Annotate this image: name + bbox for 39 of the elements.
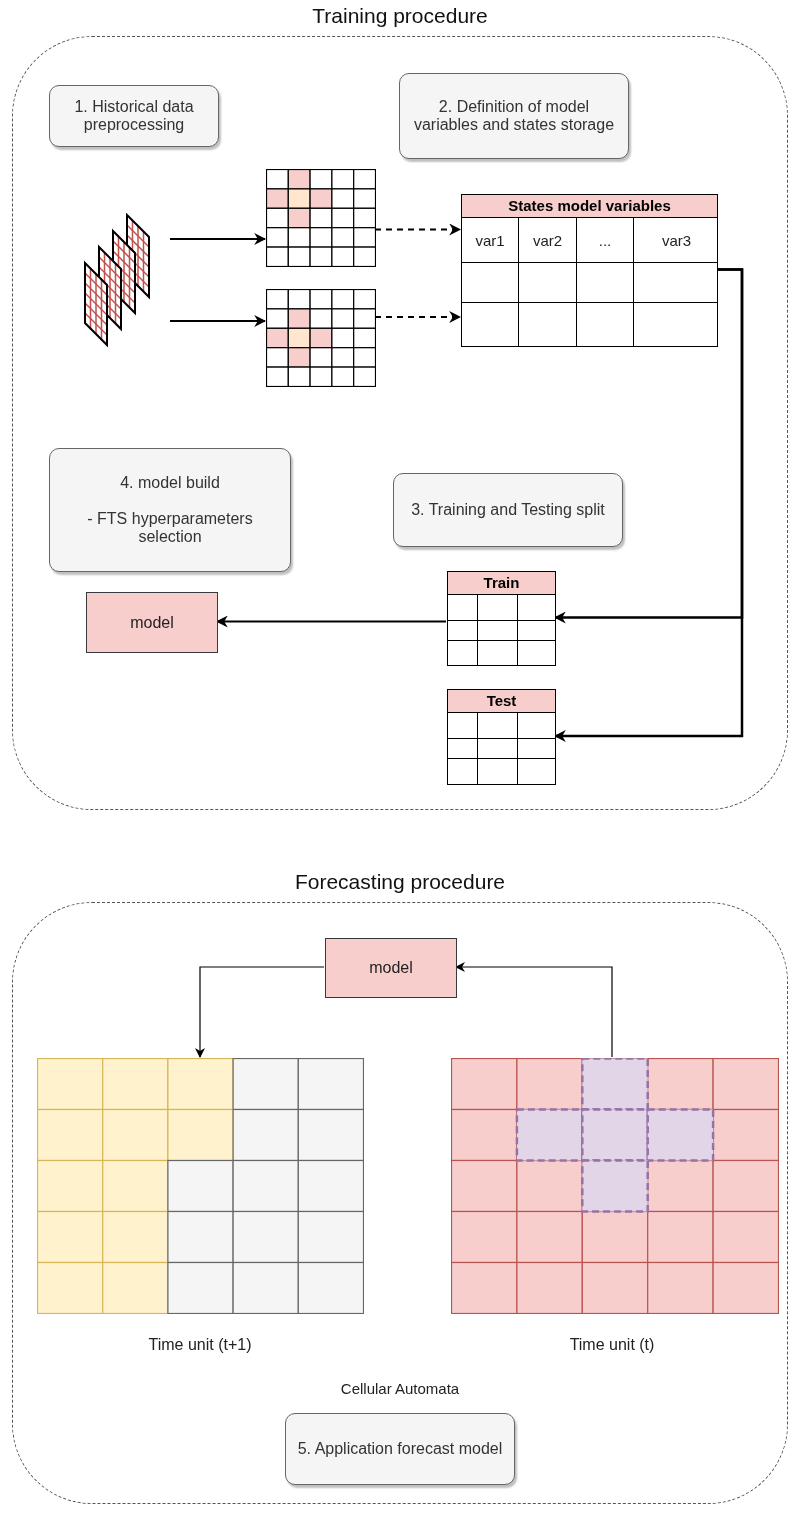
step-title: 1. Historical data preprocessing xyxy=(73,98,195,134)
table-header: States model variables xyxy=(508,197,671,214)
cellular-grid-drawing xyxy=(451,1058,779,1314)
step-box xyxy=(49,85,219,147)
caption-text: Cellular Automata xyxy=(339,1380,461,1397)
cellular-grid-drawing xyxy=(37,1058,364,1314)
grid-caption: Time unit (t+1) xyxy=(147,1336,253,1354)
grid-caption: Time unit (t) xyxy=(568,1336,656,1354)
arrow xyxy=(169,315,267,327)
arrow xyxy=(374,223,462,236)
data-table xyxy=(461,194,718,347)
step-title: 4. model build xyxy=(120,474,220,492)
table-header: Train xyxy=(483,574,520,591)
panel-title: Forecasting procedure xyxy=(293,870,507,894)
neighborhood-grid-drawing xyxy=(266,169,376,267)
step-title: 3. Training and Testing split xyxy=(411,501,605,519)
data-table xyxy=(447,689,556,785)
table-cell: var3 xyxy=(661,231,692,249)
step-title: 2. Definition of model variables and states storage xyxy=(412,98,616,134)
table-header: Test xyxy=(486,692,517,709)
step-note: - FTS hyperparameters selection xyxy=(86,510,254,546)
arrow xyxy=(455,962,613,1058)
panel-title: Training procedure xyxy=(311,4,489,28)
step-box xyxy=(393,473,623,547)
model-label: model xyxy=(369,959,413,977)
table-cell: ... xyxy=(598,231,612,249)
model-label: model xyxy=(130,613,174,632)
table-cell: var1 xyxy=(475,231,505,249)
arrow xyxy=(169,233,267,245)
model-box xyxy=(325,938,457,998)
step-box xyxy=(285,1413,515,1485)
neighborhood-grid-drawing xyxy=(266,289,376,387)
step-box xyxy=(399,73,629,159)
data-table xyxy=(447,571,556,666)
step-box xyxy=(49,448,291,572)
step-title: 5. Application forecast model xyxy=(297,1440,503,1458)
arrow xyxy=(195,966,325,1058)
table-cell: var2 xyxy=(532,231,563,249)
model-box xyxy=(86,592,218,653)
